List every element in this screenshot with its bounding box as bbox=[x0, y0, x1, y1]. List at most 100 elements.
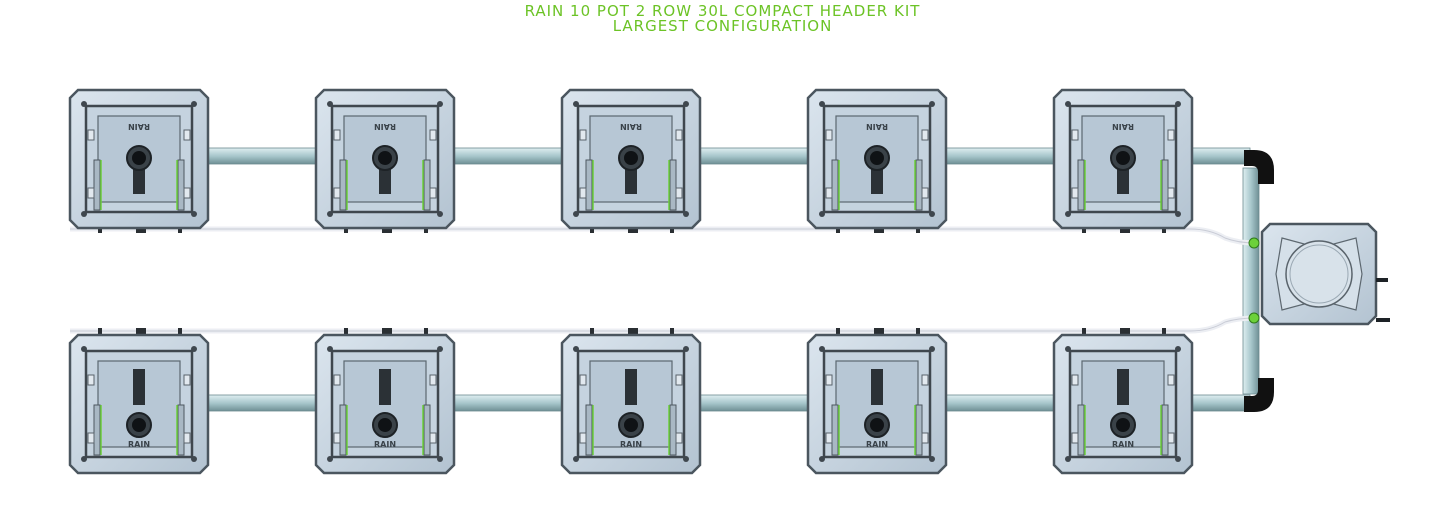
pot-corner-2 bbox=[573, 211, 579, 217]
pot-corner-1 bbox=[929, 346, 935, 352]
pot-tab-0 bbox=[87, 129, 95, 141]
elbow-top bbox=[1244, 150, 1274, 184]
pot-rail-left bbox=[1077, 404, 1085, 456]
pot-tab-1 bbox=[921, 374, 929, 386]
pot-corner-0 bbox=[573, 346, 579, 352]
pot-label: RAIN bbox=[374, 122, 396, 131]
pot-tab-0 bbox=[579, 374, 587, 386]
pot-tab-2 bbox=[87, 187, 95, 199]
pot-rail-right bbox=[177, 159, 185, 211]
pot-corner-0 bbox=[819, 346, 825, 352]
clip-1-3-1 bbox=[874, 328, 884, 336]
pot-tab-2 bbox=[579, 432, 587, 444]
pot-tab-1 bbox=[675, 374, 683, 386]
pot-corner-0 bbox=[327, 346, 333, 352]
pot-tab-0 bbox=[579, 129, 587, 141]
clip-1-3-0 bbox=[836, 328, 840, 336]
valve-bottom bbox=[1248, 312, 1260, 324]
pot-tab-1 bbox=[675, 129, 683, 141]
clip-1-2-2 bbox=[670, 328, 674, 336]
pot-tab-2 bbox=[825, 187, 833, 199]
pot-drain-center bbox=[624, 418, 638, 432]
pot-rail-right bbox=[669, 159, 677, 211]
clip-1-1-0 bbox=[344, 328, 348, 336]
pot-corner-1 bbox=[929, 101, 935, 107]
pot-label: RAIN bbox=[128, 440, 150, 449]
pot-drain-center bbox=[1116, 418, 1130, 432]
pot-tab-1 bbox=[1167, 129, 1175, 141]
pot-corner-3 bbox=[1175, 211, 1181, 217]
pot-rail-right bbox=[1161, 404, 1169, 456]
pot-tab-0 bbox=[825, 374, 833, 386]
clip-1-4-1 bbox=[1120, 328, 1130, 336]
pot-tab-3 bbox=[1167, 432, 1175, 444]
clip-1-0-0 bbox=[98, 328, 102, 336]
drain-line-bottom-edge bbox=[70, 317, 1257, 332]
pot-tab-1 bbox=[429, 374, 437, 386]
pot-tab-0 bbox=[333, 129, 341, 141]
brain-tank-cap-ring bbox=[1289, 244, 1349, 304]
diagram-title-line-2: LARGEST CONFIGURATION bbox=[612, 17, 833, 35]
pot-corner-2 bbox=[327, 211, 333, 217]
pot-corner-3 bbox=[929, 211, 935, 217]
clip-1-4-0 bbox=[1082, 328, 1086, 336]
pot-corner-0 bbox=[81, 101, 87, 107]
brain-tank-layer bbox=[1260, 222, 1390, 326]
pot-corner-2 bbox=[573, 456, 579, 462]
pot-corner-1 bbox=[191, 346, 197, 352]
elbow-bottom bbox=[1244, 378, 1274, 412]
pot-corner-0 bbox=[819, 101, 825, 107]
pot-tab-3 bbox=[921, 187, 929, 199]
brain-tank-outlet-2 bbox=[1376, 318, 1390, 322]
pot-corner-0 bbox=[81, 346, 87, 352]
pot-9: RAIN bbox=[806, 333, 948, 475]
pot-rail-right bbox=[177, 404, 185, 456]
brain-tank-cap bbox=[1285, 240, 1353, 308]
pot-corner-1 bbox=[1175, 101, 1181, 107]
pot-rail-left bbox=[831, 159, 839, 211]
clip-1-2-0 bbox=[590, 328, 594, 336]
pot-corner-2 bbox=[819, 211, 825, 217]
pot-corner-3 bbox=[191, 456, 197, 462]
pot-tab-2 bbox=[825, 432, 833, 444]
pot-drain-slot bbox=[625, 369, 637, 405]
pot-drain-center bbox=[132, 418, 146, 432]
clip-1-2-1 bbox=[628, 328, 638, 336]
pot-5: RAIN bbox=[1052, 88, 1194, 230]
pot-corner-2 bbox=[1065, 211, 1071, 217]
pot-rail-left bbox=[831, 404, 839, 456]
pot-tab-3 bbox=[1167, 187, 1175, 199]
pot-tab-0 bbox=[87, 374, 95, 386]
pot-rail-left bbox=[93, 404, 101, 456]
pot-corner-0 bbox=[1065, 101, 1071, 107]
pot-tab-3 bbox=[183, 187, 191, 199]
pot-rail-left bbox=[1077, 159, 1085, 211]
pot-corner-2 bbox=[327, 456, 333, 462]
pot-tab-0 bbox=[1071, 374, 1079, 386]
pot-tab-2 bbox=[1071, 187, 1079, 199]
pot-tab-1 bbox=[183, 129, 191, 141]
brain-tank-outlet-1 bbox=[1376, 278, 1388, 282]
vertical-pipe bbox=[1242, 167, 1260, 395]
pot-rail-left bbox=[339, 404, 347, 456]
pot-corner-2 bbox=[81, 211, 87, 217]
pot-corner-3 bbox=[929, 456, 935, 462]
pot-tab-0 bbox=[1071, 129, 1079, 141]
pot-tab-1 bbox=[921, 129, 929, 141]
pot-2: RAIN bbox=[314, 88, 456, 230]
clip-1-1-2 bbox=[424, 328, 428, 336]
pot-label: RAIN bbox=[1112, 122, 1134, 131]
pot-label: RAIN bbox=[374, 440, 396, 449]
pot-label: RAIN bbox=[620, 122, 642, 131]
pot-corner-1 bbox=[191, 101, 197, 107]
pot-label: RAIN bbox=[1112, 440, 1134, 449]
pot-label: RAIN bbox=[128, 122, 150, 131]
pot-tab-2 bbox=[87, 432, 95, 444]
pot-corner-1 bbox=[683, 346, 689, 352]
pot-3: RAIN bbox=[560, 88, 702, 230]
diagram-title-line-1: RAIN 10 POT 2 ROW 30L COMPACT HEADER KIT bbox=[524, 2, 921, 20]
valve-top bbox=[1248, 237, 1260, 249]
pot-drain-slot bbox=[133, 369, 145, 405]
pot-tab-3 bbox=[921, 432, 929, 444]
clip-1-3-2 bbox=[916, 328, 920, 336]
